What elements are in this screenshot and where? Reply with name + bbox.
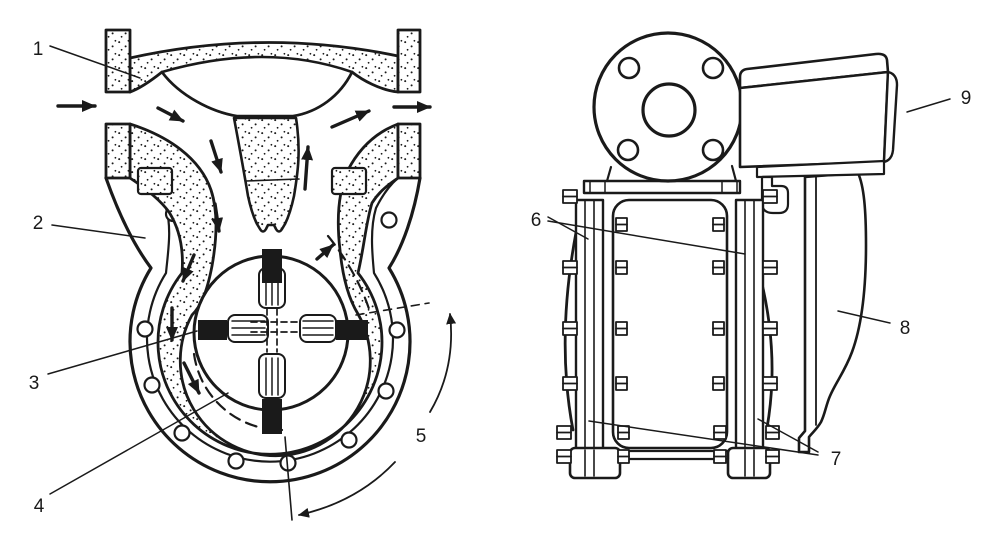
vane-blade-right [336,320,368,340]
leader-lines [47,45,229,495]
leader-8 [837,310,891,324]
left-stack-foot [568,446,622,480]
register-counter-box [738,52,899,215]
leader-1 [49,45,141,79]
sectional-view: 1 2 3 4 5 [29,28,457,521]
bolt-column [762,189,780,464]
bolt-column [556,189,578,464]
flow-arrow [156,106,185,123]
top-flange-disc [592,31,744,183]
flange-ring-inner-line [128,176,400,463]
flange-center-bore [641,82,697,138]
vane-blade-top [262,249,282,283]
callout-4: 4 [34,496,45,517]
inlet-flange-bottom [104,122,132,180]
register-end-cap [882,70,899,164]
callout-3: 3 [29,373,40,394]
callout-5: 5 [416,426,427,447]
measuring-chamber-wall [128,122,400,458]
rotation-dimension [284,302,457,521]
callout-9: 9 [961,88,972,109]
leader-2 [51,224,146,239]
callout-1: 1 [33,39,44,60]
leader-lines [547,98,951,456]
flange-disc-bolt-holes [616,56,725,162]
leader-7b [588,420,819,456]
bottom-crossbar [618,449,730,461]
register-face [738,70,890,169]
register-base-plate [755,159,886,179]
flange-bolt-holes [136,205,406,472]
leader-7a [757,418,819,453]
flange-neck-right [730,164,738,183]
flow-arrow [211,202,224,233]
bolt-column [712,217,727,464]
inlet-flange-top [104,28,132,94]
vane-blades [198,249,368,434]
dome-cavity [160,55,354,118]
flow-arrow [209,139,223,174]
body-top-plate [582,179,742,195]
dimension-extension-dashed [355,302,430,316]
leader-6a [547,216,589,240]
rotor-assembly [192,249,368,434]
register-lid [738,52,890,90]
flow-arrows [56,100,432,395]
flow-arrow [301,145,314,191]
outlet-flange-top [396,28,422,94]
right-clamp-boss [330,166,368,196]
dimension-extension-tick [284,436,293,521]
island-seam-line [245,178,300,182]
vane-blade-left [198,320,227,340]
register-drive-housing [797,171,868,454]
leader-3 [47,330,198,375]
pipe-flanges [104,28,422,180]
callout-6: 6 [531,210,542,231]
cover-bolts [556,189,780,464]
leader-9 [906,98,951,113]
vane-blade-bottom [262,399,282,434]
vane-slide-crosslines [250,308,301,353]
callout-7: 7 [831,449,842,470]
right-stack-foot [726,446,772,480]
outlet-flange-bottom [396,122,422,180]
callout-2: 2 [33,213,44,234]
right-cover-stack [726,198,772,480]
leader-4 [49,392,229,495]
left-cover-stack [568,198,622,480]
front-cover-panel [611,198,729,450]
side-view: 6 7 8 9 [531,31,972,480]
rotation-arc-lower [298,461,396,518]
flow-arrow [315,243,335,261]
flange-neck-left [605,165,613,183]
flow-divider-island [232,116,300,233]
bolt-column [615,217,630,464]
leader-6b [547,220,746,255]
rotation-arc-upper [429,313,457,413]
outlet-port-dashed-curve [326,234,372,314]
flow-arrow [182,361,201,395]
vane-path-dashed-arc [192,352,284,432]
callout-8: 8 [900,318,911,339]
flow-arrow [181,253,196,283]
left-clamp-boss [136,166,174,196]
flow-arrow [330,109,371,129]
